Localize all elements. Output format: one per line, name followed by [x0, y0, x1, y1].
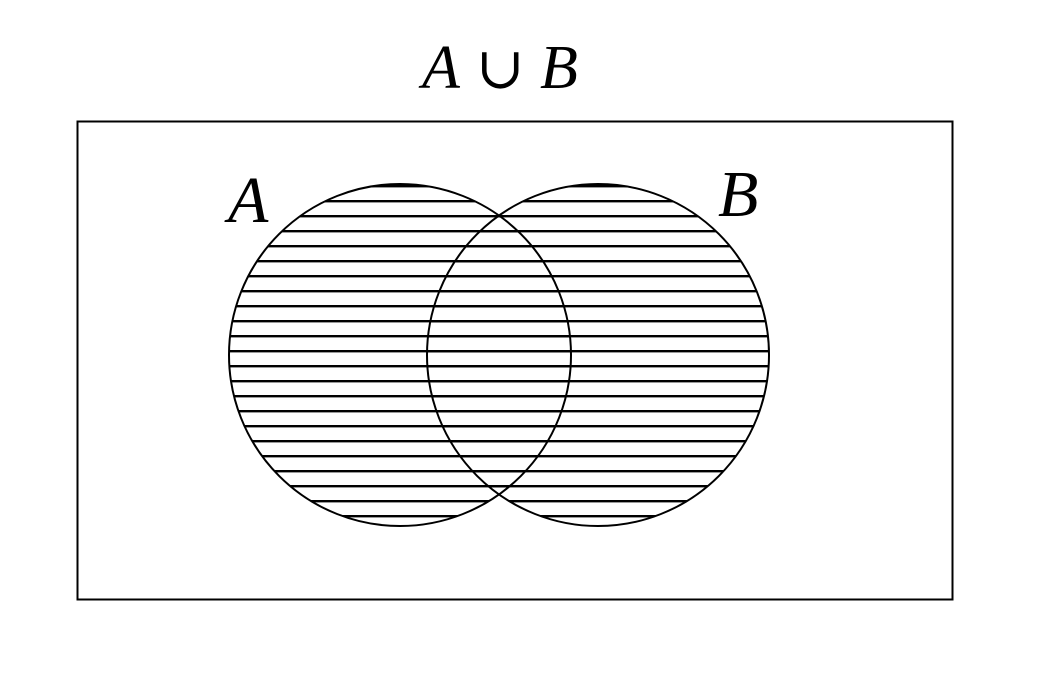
title-union-symbol: ∪ — [476, 36, 525, 101]
set-a-circle — [228, 183, 572, 527]
set-b-hatch — [427, 184, 769, 526]
title-set-a: A — [418, 34, 461, 102]
set-a-label: A — [224, 164, 269, 237]
set-b-label: B — [718, 158, 758, 231]
set-b-circle — [426, 183, 770, 527]
universal-set-rect — [76, 120, 954, 601]
title-set-b: B — [540, 34, 578, 102]
